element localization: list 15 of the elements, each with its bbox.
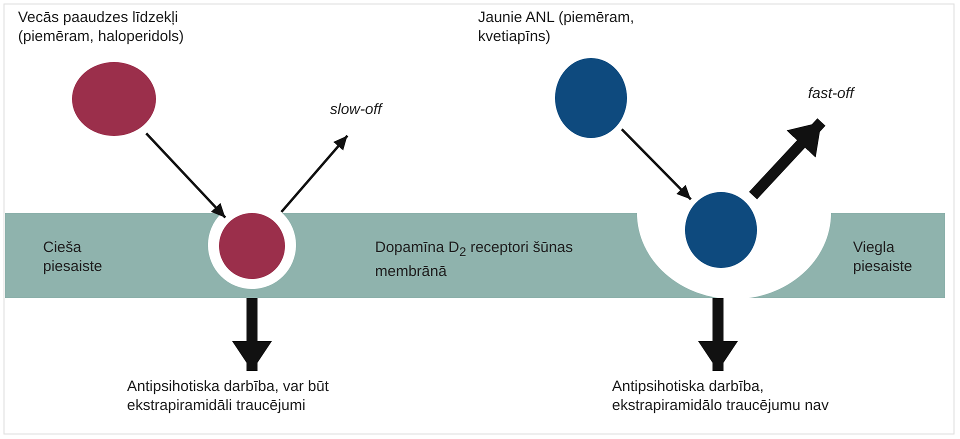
arrow: [145, 132, 226, 218]
drug-label: Jaunie ANL (piemēram, kvetiapīns): [478, 8, 636, 46]
arrow: [620, 128, 692, 200]
arrow: [698, 298, 738, 371]
arrow: [280, 134, 348, 213]
effect-label: Antipsihotiska darbība, ekstrapiramidālo traucējumu nav: [612, 377, 830, 415]
membrane-label: Dopamīna D$_{2}$ receptori šūnas membrānā: [375, 238, 574, 281]
arrow: [749, 118, 826, 200]
drug-label: Vecās paaudzes līdzekļi (piemēram, haloperidols): [18, 8, 185, 46]
effect-label: Antipsihotiska darbība, var būt ekstrapiramidāli traucējumi: [127, 377, 330, 415]
kinetics-label: slow-off: [330, 100, 384, 119]
membrane-label: Cieša piesaiste: [43, 238, 104, 276]
kinetics-label: fast-off: [808, 84, 856, 103]
arrow: [232, 298, 272, 371]
membrane-label: Viegla piesaiste: [853, 238, 914, 276]
